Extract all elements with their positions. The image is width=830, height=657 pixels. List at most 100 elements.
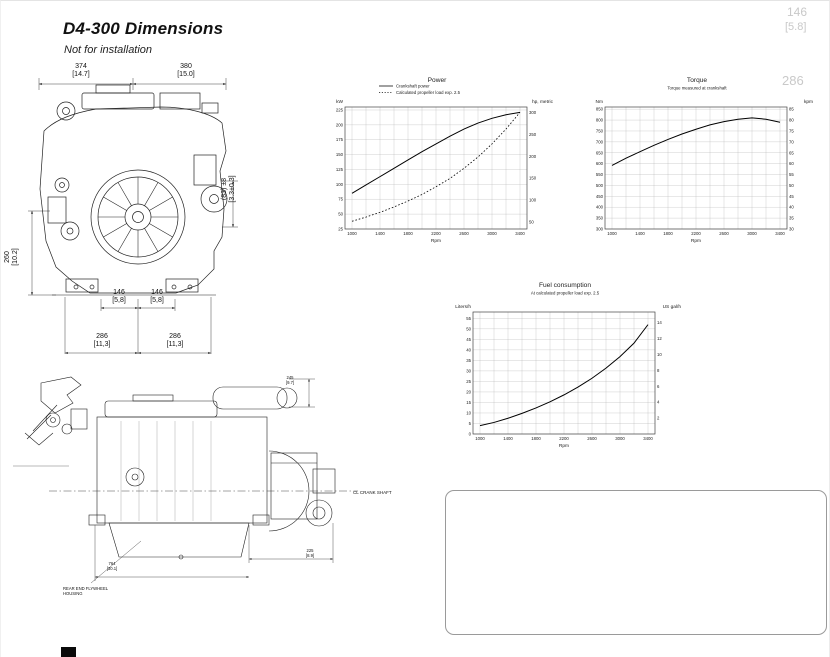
y-tick-right: 150 [529, 176, 537, 181]
y-tick-right: 50 [789, 183, 794, 188]
right-unit-label: US gal/h [663, 304, 682, 310]
y-tick-right: 50 [529, 219, 534, 224]
right-unit-label: kpm [804, 99, 813, 105]
y-tick-left: 40 [466, 347, 471, 352]
dim-width-380: 380 [15.0] [177, 63, 195, 78]
y-tick-right: 70 [789, 139, 794, 144]
x-tick: 1800 [663, 231, 673, 236]
y-tick-left: 225 [336, 107, 344, 112]
x-tick: 1800 [403, 231, 413, 236]
plot-frame [472, 311, 656, 435]
chart-subtitle: Torque measured at crankshaft [667, 86, 727, 91]
y-tick-right: 6 [657, 384, 660, 389]
y-tick-left: 25 [466, 379, 471, 384]
y-tick-left: 30 [466, 368, 471, 373]
footer-mark [61, 647, 76, 657]
x-axis-label: Rpm [431, 238, 441, 244]
y-tick-right: 250 [529, 132, 537, 137]
y-tick-right: 45 [789, 194, 794, 199]
y-tick-left: 15 [466, 400, 471, 405]
y-tick-right: 300 [529, 110, 537, 115]
series-line-1 [351, 112, 521, 222]
series-line-0 [351, 111, 521, 194]
series-line-0 [479, 324, 649, 427]
y-tick-left: 850 [596, 107, 604, 112]
x-tick: 3400 [515, 231, 525, 236]
y-tick-left: 550 [596, 172, 604, 177]
side-centerline [13, 465, 358, 492]
left-unit-label: Liters/h [455, 304, 471, 310]
y-tick-left: 125 [336, 167, 344, 172]
y-tick-right: 14 [657, 320, 662, 325]
flywheel-housing-label: REAR END FLYWHEEL HOUSING [63, 586, 109, 597]
y-tick-right: 100 [529, 198, 537, 203]
y-tick-left: 175 [336, 137, 344, 142]
y-tick-left: 25 [338, 227, 343, 232]
x-axis-label: Rpm [691, 238, 701, 244]
torque-chart-svg: 3003504004505005506006507007508008503035… [596, 77, 813, 244]
y-tick-left: 500 [596, 183, 604, 188]
y-tick-right: 4 [657, 400, 660, 405]
legend-label: Crankshaft power [396, 84, 430, 89]
chart-title: Fuel consumption [539, 282, 591, 289]
y-tick-right: 85 [789, 107, 794, 112]
y-tick-left: 55 [466, 316, 471, 321]
y-tick-left: 350 [596, 216, 604, 221]
y-tick-left: 700 [596, 139, 604, 144]
legend-label: Calculated propeller load exp. 2.5 [396, 90, 461, 95]
y-tick-right: 8 [657, 368, 660, 373]
y-tick-left: 0 [469, 432, 472, 437]
side-dim-245: 245 [9.7] [285, 375, 295, 386]
x-tick: 2200 [559, 436, 569, 441]
y-tick-right: 200 [529, 154, 537, 159]
grid-lines [473, 312, 655, 435]
x-tick: 3000 [747, 231, 757, 236]
y-tick-left: 50 [338, 212, 343, 217]
y-tick-right: 2 [657, 416, 660, 421]
dim-146-right: 146 [5,8] [150, 289, 164, 304]
chart-subtitle: At calculated propeller load exp. 2.5 [531, 291, 600, 296]
y-tick-right: 65 [789, 150, 794, 155]
x-tick: 2200 [691, 231, 701, 236]
page-subtitle: Not for installation [64, 44, 153, 56]
series-line-0 [611, 117, 781, 166]
x-tick: 1000 [347, 231, 357, 236]
y-tick-left: 600 [596, 161, 604, 166]
side-view-drawing [13, 376, 358, 584]
x-tick: 2600 [587, 436, 597, 441]
ghost-dim-5-8: [5.8] [785, 21, 807, 33]
fan-spokes [98, 177, 178, 257]
x-tick: 1000 [607, 231, 617, 236]
y-tick-left: 20 [466, 389, 471, 394]
y-tick-right: 40 [789, 205, 794, 210]
plot-frame [344, 106, 528, 230]
y-tick-right: 35 [789, 216, 794, 221]
x-tick: 1000 [475, 436, 485, 441]
y-tick-left: 75 [338, 197, 343, 202]
note-box [445, 490, 827, 635]
chart-title: Torque [687, 77, 707, 84]
y-tick-right: 60 [789, 161, 794, 166]
grid-lines [605, 107, 787, 230]
y-tick-left: 200 [336, 122, 344, 127]
front-dimension-lines [28, 78, 238, 354]
y-tick-left: 300 [596, 227, 604, 232]
side-dimension-lines [90, 378, 334, 584]
dim-286-left: 286 [11,3] [93, 333, 111, 348]
x-tick: 3400 [775, 231, 785, 236]
x-tick: 1400 [503, 436, 513, 441]
x-axis-label: Rpm [559, 443, 569, 449]
y-tick-right: 80 [789, 118, 794, 123]
side-engine-body [24, 376, 336, 560]
x-tick: 3400 [643, 436, 653, 441]
side-dim-225: 225 [8.9] [305, 548, 315, 559]
y-tick-left: 400 [596, 205, 604, 210]
engine-front-body [39, 84, 228, 296]
left-unit-label: kW [336, 99, 343, 105]
dim-width-374: 374 [14.7] [72, 63, 90, 78]
crankshaft-centerline-label: CL CRANK SHAFT [353, 490, 392, 495]
y-tick-left: 750 [596, 128, 604, 133]
